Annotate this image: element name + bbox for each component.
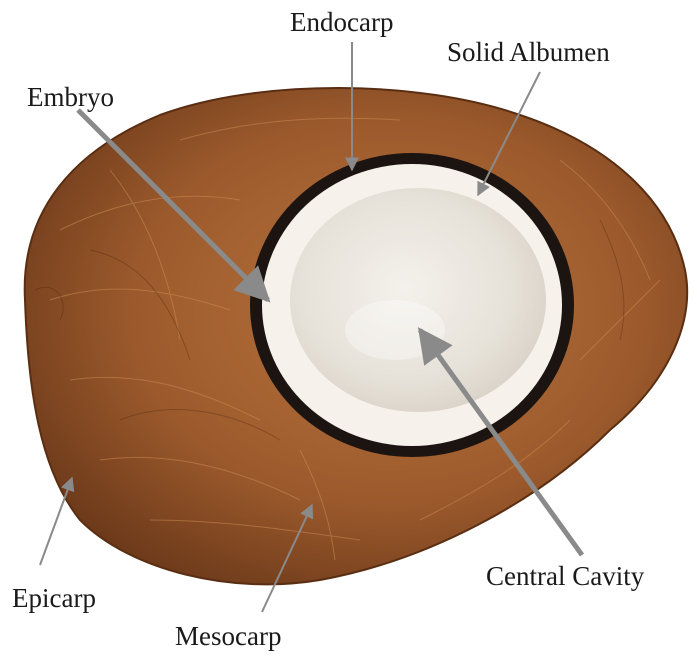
endocarp-label: Endocarp — [290, 9, 393, 36]
epicarp-label: Epicarp — [12, 585, 96, 612]
central-cavity — [290, 188, 546, 412]
epicarp-arrow — [40, 478, 72, 565]
embryo-label: Embryo — [27, 84, 114, 111]
mesocarp-label: Mesocarp — [175, 623, 281, 650]
cavity-highlight — [345, 300, 445, 360]
central-cavity-label: Central Cavity — [486, 563, 644, 590]
solid-albumen-label: Solid Albumen — [447, 39, 610, 66]
